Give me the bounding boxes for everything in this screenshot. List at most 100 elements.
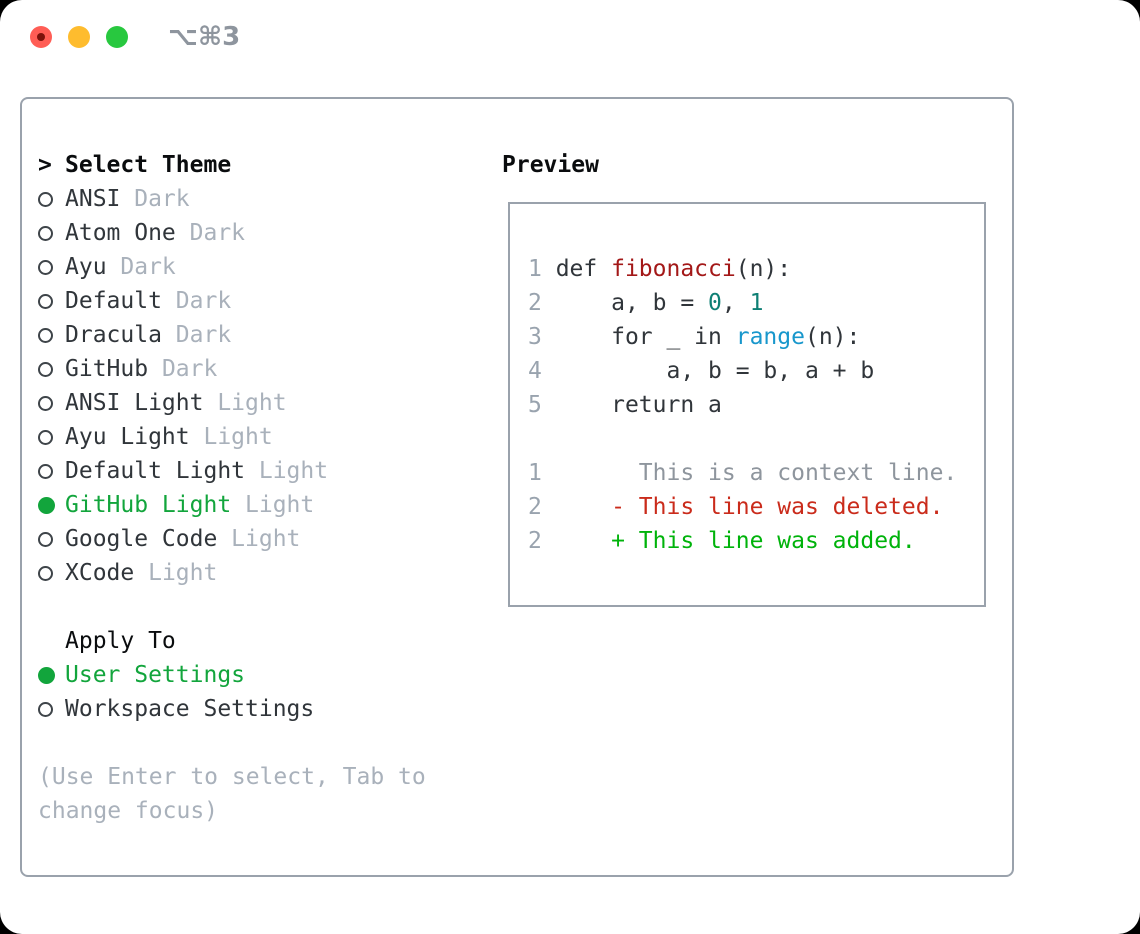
theme-name: GitHub (65, 356, 149, 382)
titlebar: ⌥⌘3 (0, 0, 1140, 97)
theme-name: Atom One (65, 220, 176, 246)
line-number: 5 (528, 392, 542, 418)
theme-variant-tag: Light (148, 560, 218, 586)
diff-added-line: 2 + This line was added. (528, 524, 984, 558)
code-line: 4 a, b = b, a + b (528, 354, 984, 388)
code-token: def (555, 256, 612, 282)
theme-list: > Select Theme ANSI Dark Atom One Dark A… (38, 148, 478, 828)
theme-option-ayu-light[interactable]: Ayu Light Light (38, 420, 478, 454)
spacer (38, 590, 478, 624)
theme-option-ansi-dark[interactable]: ANSI Dark (38, 182, 478, 216)
theme-option-google-code[interactable]: Google Code Light (38, 522, 478, 556)
theme-variant-tag: Light (258, 458, 329, 484)
code-token: 0 (708, 290, 722, 316)
theme-variant-tag: Light (203, 424, 273, 450)
radio-icon (38, 463, 53, 479)
theme-list-header: > Select Theme (38, 148, 478, 182)
theme-variant-tag: Dark (175, 322, 232, 348)
code-token: (n): (735, 256, 792, 282)
line-number: 2 (528, 290, 542, 316)
theme-variant-tag: Dark (175, 288, 232, 314)
diff-text: + This line was added. (555, 528, 916, 554)
code-token: a, b = (555, 290, 709, 316)
radio-icon (38, 293, 53, 309)
theme-name: GitHub Light (65, 492, 232, 518)
code-token: for _ in (555, 324, 736, 350)
code-token: , (721, 290, 750, 316)
theme-list-title: Select Theme (65, 152, 232, 178)
code-line: 2 a, b = 0, 1 (528, 286, 984, 320)
theme-variant-tag: Dark (120, 254, 176, 280)
radio-selected-icon (38, 496, 55, 514)
line-number: 2 (528, 494, 542, 520)
radio-icon (38, 429, 53, 445)
spacer (38, 726, 478, 760)
apply-option-label: Workspace Settings (65, 696, 315, 722)
diff-text: This is a context line. (555, 460, 958, 486)
close-button[interactable] (30, 26, 52, 48)
apply-option-user-settings[interactable]: User Settings (38, 658, 478, 692)
zoom-button[interactable] (106, 26, 128, 48)
theme-option-dracula-dark[interactable]: Dracula Dark (38, 318, 478, 352)
diff-text: - This line was deleted. (555, 494, 944, 520)
theme-option-default-dark[interactable]: Default Dark (38, 284, 478, 318)
theme-name: Ayu (65, 254, 107, 280)
code-token: range (735, 324, 805, 350)
theme-name: Default (65, 288, 162, 314)
line-number: 1 (528, 460, 542, 486)
theme-option-xcode[interactable]: XCode Light (38, 556, 478, 590)
code-token: a, b = b, a + b (555, 358, 875, 384)
window-title: ⌥⌘3 (168, 22, 241, 52)
preview-title: Preview (502, 152, 599, 178)
theme-name: Ayu Light (65, 424, 190, 450)
theme-name: Google Code (65, 526, 218, 552)
diff-deleted-line: 2 - This line was deleted. (528, 490, 984, 524)
radio-icon (38, 701, 53, 717)
radio-selected-icon (38, 666, 55, 684)
theme-name: Default Light (65, 458, 246, 484)
theme-option-default-light[interactable]: Default Light Light (38, 454, 478, 488)
radio-icon (38, 225, 53, 241)
apply-to-title: Apply To (65, 628, 176, 654)
hint-text-line1: (Use Enter to select, Tab to (38, 764, 426, 790)
line-number: 3 (528, 324, 542, 350)
code-token: return a (555, 392, 722, 418)
code-token: 1 (749, 290, 764, 316)
caret-icon: > (38, 152, 52, 178)
theme-option-atom-one-dark[interactable]: Atom One Dark (38, 216, 478, 250)
code-token: (n): (804, 324, 861, 350)
theme-option-ansi-light[interactable]: ANSI Light Light (38, 386, 478, 420)
theme-variant-tag: Light (217, 390, 287, 416)
line-number: 2 (528, 528, 542, 554)
radio-icon (38, 191, 53, 207)
code-line: 3 for _ in range(n): (528, 320, 984, 354)
diff-context-line: 1 This is a context line. (528, 456, 984, 490)
theme-name: XCode (65, 560, 135, 586)
hint-text-line2: change focus) (38, 798, 219, 824)
blank-line (528, 422, 984, 456)
code-line: 5 return a (528, 388, 984, 422)
radio-icon (38, 395, 53, 411)
radio-icon (38, 327, 53, 343)
theme-name: ANSI Light (65, 390, 204, 416)
radio-icon (38, 565, 53, 581)
theme-option-github-light[interactable]: GitHub Light Light (38, 488, 478, 522)
theme-name: Dracula (65, 322, 162, 348)
line-number: 1 (528, 256, 542, 282)
theme-option-github-dark[interactable]: GitHub Dark (38, 352, 478, 386)
theme-variant-tag: Light (245, 492, 315, 518)
theme-name: ANSI (65, 186, 121, 212)
theme-variant-tag: Light (231, 526, 301, 552)
apply-option-label: User Settings (65, 662, 246, 688)
minimize-button[interactable] (68, 26, 90, 48)
theme-variant-tag: Dark (189, 220, 246, 246)
radio-icon (38, 259, 53, 275)
apply-option-workspace-settings[interactable]: Workspace Settings (38, 692, 478, 726)
theme-option-ayu-dark[interactable]: Ayu Dark (38, 250, 478, 284)
theme-variant-tag: Dark (134, 186, 190, 212)
theme-variant-tag: Dark (161, 356, 218, 382)
